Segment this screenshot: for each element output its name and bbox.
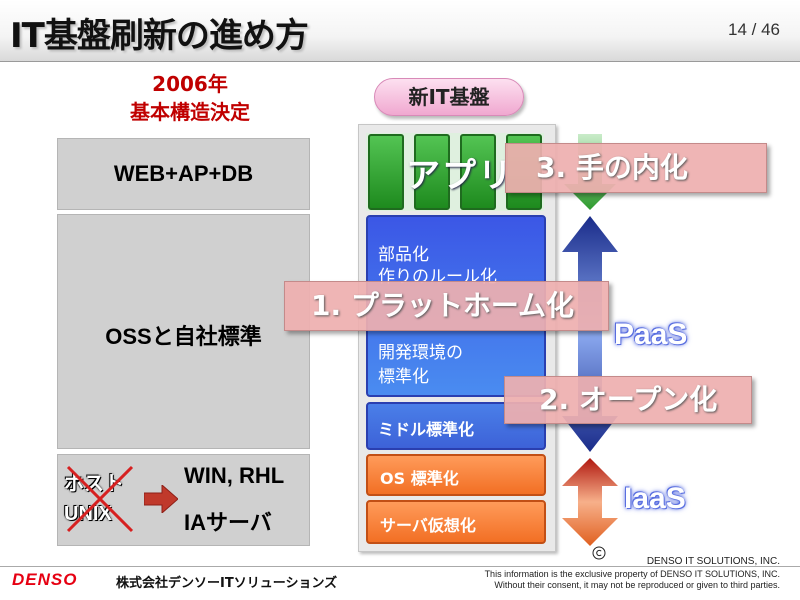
new-os-label: WIN, RHL	[184, 463, 285, 488]
app-label: アプリ	[406, 156, 514, 196]
paas-label: PaaS	[614, 318, 688, 351]
app-module-1	[368, 134, 404, 210]
slide-header: IT基盤刷新の進め方 14 / 46	[0, 0, 800, 62]
year-label: 2006年	[152, 72, 228, 96]
oss-standard-box: OSSと自社標準	[57, 214, 310, 449]
web-ap-db-box: WEB+AP+DB	[57, 138, 310, 210]
new-it-platform-pill: 新IT基盤	[374, 78, 524, 116]
footer-divider	[0, 566, 800, 567]
page-number: 14 / 46	[728, 20, 780, 39]
up-down-arrow-icon	[562, 216, 618, 452]
legacy-unix-label: UNIX	[64, 503, 112, 525]
platform-line-1: 部品化	[378, 245, 429, 265]
migration-box: ホスト UNIX WIN, RHL IAサーバ	[57, 454, 310, 546]
os-label: OS 標準化	[380, 469, 459, 488]
banner-internalization: 3. 手の内化	[505, 143, 767, 193]
slide-title: IT基盤刷新の進め方	[10, 16, 309, 56]
server-label: サーバ仮想化	[380, 516, 476, 535]
app-module-2	[414, 134, 450, 210]
copyright-notice: DENSO IT SOLUTIONS, INC. This informatio…	[485, 556, 780, 591]
denso-logo: DENSO	[12, 570, 78, 589]
new-server-label: IAサーバ	[184, 510, 272, 535]
platform-line-4: 標準化	[378, 367, 429, 387]
app-module-3	[460, 134, 496, 210]
copyright-line: DENSO IT SOLUTIONS, INC.	[646, 556, 780, 567]
oss-standard-label: OSSと自社標準	[105, 324, 262, 349]
banner-openness: 2. オープン化	[504, 376, 752, 424]
orange-up-down-arrow-icon	[562, 458, 618, 546]
platform-line-3: 開発環境の	[378, 343, 463, 363]
notice-line-2: Without their consent, it may not be rep…	[494, 580, 780, 590]
right-arrow-icon	[144, 485, 178, 513]
os-layer	[366, 454, 546, 496]
structure-label: 基本構造決定	[130, 100, 250, 124]
middleware-label: ミドル標準化	[378, 420, 475, 439]
company-name: 株式会社デンソーITソリューションズ	[116, 576, 338, 591]
cross-out-icon	[66, 465, 134, 533]
notice-line-1: This information is the exclusive proper…	[484, 569, 780, 579]
web-ap-db-label: WEB+AP+DB	[113, 161, 254, 186]
server-layer	[366, 500, 546, 544]
iaas-label: IaaS	[624, 482, 686, 515]
copyright-icon	[592, 546, 606, 560]
banner-platformization: 1. プラットホーム化	[284, 281, 609, 331]
year-heading: 2006年 基本構造決定	[110, 70, 270, 126]
